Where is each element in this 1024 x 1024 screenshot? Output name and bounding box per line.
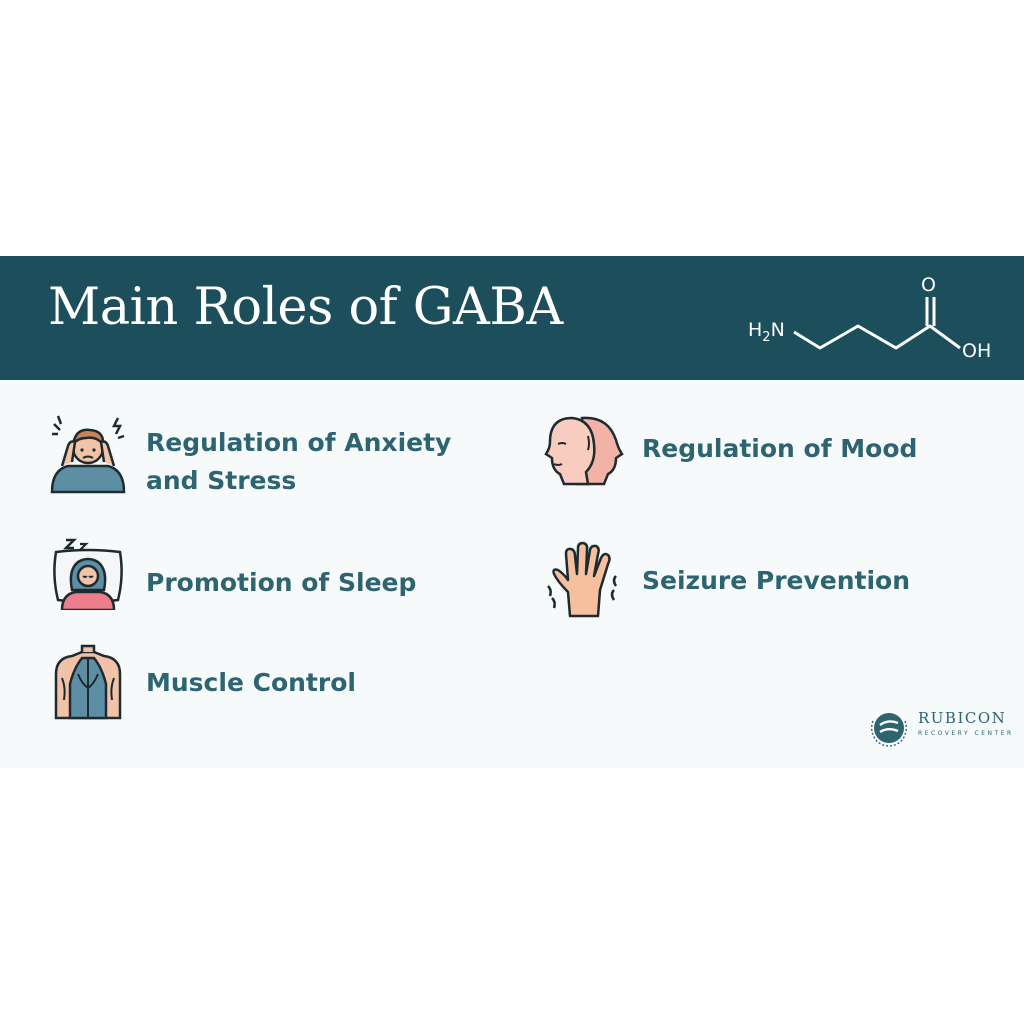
role-label: Promotion of Sleep — [146, 568, 417, 597]
rubicon-logo — [871, 713, 907, 747]
role-label-line-2: and Stress — [146, 466, 297, 495]
role-label: Regulation of Mood — [642, 434, 918, 463]
logo-subtitle: RECOVERY CENTER — [918, 730, 1014, 737]
carbonyl-oxygen: O — [921, 274, 936, 296]
roles-panel — [0, 380, 1024, 768]
stressed-person-icon — [50, 415, 126, 494]
amine-h: H2N — [748, 319, 785, 345]
gaba-structure-diagram: H2N O OH — [748, 274, 991, 362]
title-banner — [0, 256, 1024, 380]
role-label-line-1: Regulation of Anxiety — [146, 428, 452, 457]
muscular-back-icon — [54, 644, 122, 720]
two-faces-icon — [544, 416, 624, 486]
logo-name: RUBICON — [918, 709, 1007, 727]
logo-emblem — [874, 713, 904, 743]
role-label: Seizure Prevention — [642, 566, 911, 595]
shaking-hand-icon — [547, 541, 618, 618]
role-label: Muscle Control — [146, 668, 356, 697]
hydroxyl-group: OH — [962, 340, 991, 362]
sleeping-person-icon — [53, 538, 123, 610]
carbon-chain — [793, 324, 961, 350]
page-title: Main Roles of GABA — [48, 278, 563, 337]
